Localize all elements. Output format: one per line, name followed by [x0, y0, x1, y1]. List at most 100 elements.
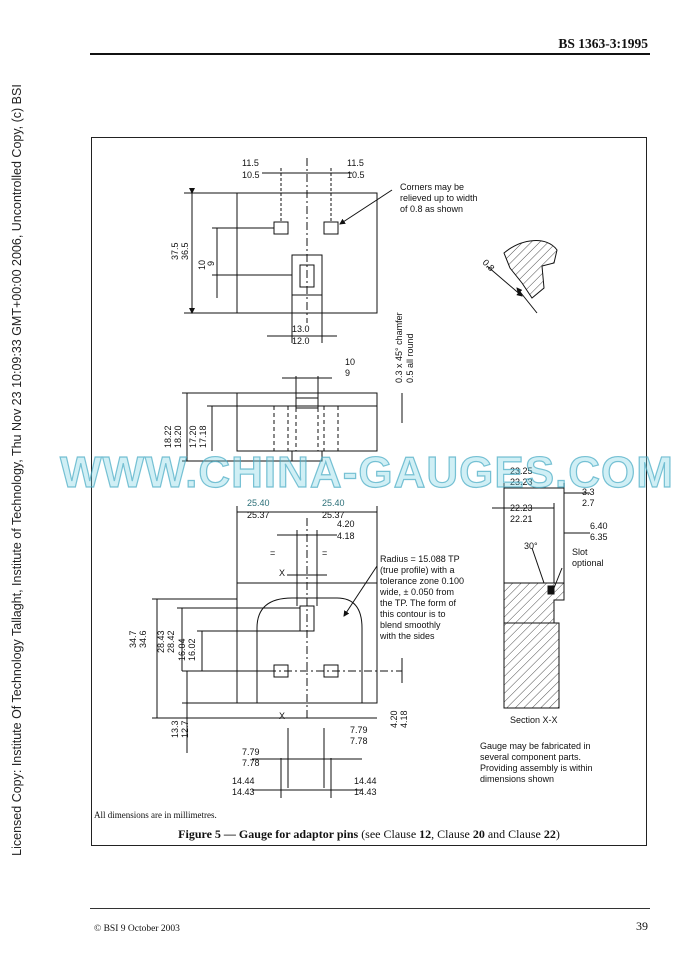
- svg-text:12.0: 12.0: [292, 336, 310, 346]
- svg-text:=: =: [270, 548, 275, 558]
- svg-text:9: 9: [206, 261, 216, 266]
- svg-text:16.04: 16.04: [177, 638, 187, 661]
- svg-text:X: X: [279, 568, 285, 578]
- svg-text:17.18: 17.18: [198, 425, 208, 448]
- svg-text:14.44: 14.44: [232, 776, 255, 786]
- caption-clauses: (see Clause 12, Clause 20 and Clause 22): [358, 827, 560, 841]
- svg-text:14.44: 14.44: [354, 776, 377, 786]
- chamfer-note-1: 0.3 x 45° chamfer: [394, 312, 404, 383]
- svg-text:18.22: 18.22: [163, 425, 173, 448]
- figure-caption: Figure 5 — Gauge for adaptor pins (see C…: [92, 827, 646, 842]
- svg-text:Slot: Slot: [572, 547, 588, 557]
- svg-text:4.18: 4.18: [399, 710, 409, 728]
- svg-text:10.5: 10.5: [347, 170, 365, 180]
- svg-text:(true profile) with a: (true profile) with a: [380, 565, 455, 575]
- svg-text:optional: optional: [572, 558, 604, 568]
- svg-text:10: 10: [197, 260, 207, 270]
- svg-text:28.43: 28.43: [156, 630, 166, 653]
- svg-text:dimensions shown: dimensions shown: [480, 774, 554, 784]
- svg-text:34.7: 34.7: [128, 630, 138, 648]
- svg-text:11.5: 11.5: [347, 158, 364, 168]
- caption-title: Figure 5 — Gauge for adaptor pins: [178, 827, 359, 841]
- watermark: WWW.CHINA-GAUGES.COM: [59, 447, 674, 497]
- svg-text:25.37: 25.37: [247, 510, 270, 520]
- svg-text:Gauge may be fabricated in: Gauge may be fabricated in: [480, 741, 591, 751]
- svg-text:tolerance zone 0.100: tolerance zone 0.100: [380, 576, 464, 586]
- caption-ref-5: 22: [543, 827, 556, 841]
- svg-text:4.20: 4.20: [389, 710, 399, 728]
- top-slot-right: [323, 221, 339, 235]
- svg-text:=: =: [322, 548, 327, 558]
- section-view: [492, 483, 590, 709]
- caption-ref-0: (see Clause: [358, 827, 420, 841]
- svg-text:wide, ± 0.050 from: wide, ± 0.050 from: [379, 587, 454, 597]
- svg-text:4.20: 4.20: [337, 519, 355, 529]
- svg-text:7.78: 7.78: [242, 758, 260, 768]
- chamfer-note-2: 0.5 all round: [405, 333, 415, 383]
- svg-text:34.6: 34.6: [138, 630, 148, 648]
- caption-ref-6: ): [555, 827, 560, 841]
- side-view: [182, 376, 403, 462]
- units-note: All dimensions are in millimetres.: [94, 810, 217, 820]
- svg-text:Corners may be: Corners may be: [400, 182, 464, 192]
- license-notice: Licensed Copy: Institute Of Technology T…: [10, 84, 24, 856]
- svg-text:13.0: 13.0: [292, 324, 310, 334]
- side-body: [236, 392, 378, 452]
- svg-text:Section X-X: Section X-X: [510, 715, 558, 725]
- svg-text:14.43: 14.43: [354, 787, 377, 797]
- caption-ref-4: and Clause: [484, 827, 544, 841]
- svg-text:25.37: 25.37: [322, 510, 345, 520]
- svg-text:13.3: 13.3: [170, 720, 180, 738]
- svg-text:7.79: 7.79: [350, 725, 368, 735]
- svg-text:several component parts.: several component parts.: [480, 752, 581, 762]
- svg-text:relieved up to width: relieved up to width: [400, 193, 478, 203]
- caption-ref-2: , Clause: [431, 827, 473, 841]
- svg-text:7.78: 7.78: [350, 736, 368, 746]
- svg-text:Radius = 15.088 TP: Radius = 15.088 TP: [380, 554, 460, 564]
- svg-text:2.7: 2.7: [582, 498, 595, 508]
- header-rule: [90, 53, 650, 55]
- svg-text:23.23: 23.23: [510, 477, 533, 487]
- figure-frame: [91, 137, 647, 846]
- svg-text:this contour is to: this contour is to: [380, 609, 446, 619]
- svg-text:6.35: 6.35: [590, 532, 608, 542]
- svg-text:36.5: 36.5: [180, 242, 190, 260]
- svg-text:6.40: 6.40: [590, 521, 608, 531]
- caption-ref-3: 20: [472, 827, 485, 841]
- license-sidebar: Licensed Copy: Institute Of Technology T…: [6, 30, 28, 910]
- footer-rule: [90, 908, 650, 909]
- svg-text:10: 10: [345, 357, 355, 367]
- top-view-labels: 11.5 10.5 11.5 10.5 Corners may be relie…: [170, 158, 478, 346]
- svg-text:37.5: 37.5: [170, 242, 180, 260]
- svg-text:25.40: 25.40: [322, 498, 345, 508]
- svg-text:the TP. The form of: the TP. The form of: [380, 598, 457, 608]
- corner-detail: [486, 240, 558, 314]
- svg-text:of 0.8 as shown: of 0.8 as shown: [400, 204, 463, 214]
- svg-text:17.20: 17.20: [188, 425, 198, 448]
- svg-text:Providing assembly is within: Providing assembly is within: [480, 763, 593, 773]
- svg-text:X: X: [279, 711, 285, 721]
- technical-drawing: 11.5 10.5 11.5 10.5 Corners may be relie…: [128, 158, 608, 798]
- svg-text:blend smoothly: blend smoothly: [380, 620, 441, 630]
- svg-text:with the sides: with the sides: [379, 631, 435, 641]
- plan-view-labels: 25.40 25.37 25.40 25.37 4.20 4.18 = = X …: [128, 498, 464, 797]
- svg-text:22.23: 22.23: [510, 503, 533, 513]
- caption-ref-1: 12: [419, 827, 432, 841]
- section-labels: 23.25 23.23 22.23 22.21 3.3 2.7 6.40 6.3…: [480, 466, 608, 784]
- svg-text:12.7: 12.7: [180, 720, 190, 738]
- svg-text:11.5: 11.5: [242, 158, 259, 168]
- svg-text:25.40: 25.40: [247, 498, 270, 508]
- svg-text:4.18: 4.18: [337, 531, 355, 541]
- svg-text:10.5: 10.5: [242, 170, 260, 180]
- svg-text:30°: 30°: [524, 541, 538, 551]
- svg-text:23.25: 23.25: [510, 466, 533, 476]
- page-number: 39: [636, 919, 648, 933]
- svg-text:7.79: 7.79: [242, 747, 260, 757]
- svg-text:16.02: 16.02: [187, 638, 197, 661]
- footer-copyright: © BSI 9 October 2003: [94, 924, 180, 934]
- svg-text:18.20: 18.20: [173, 425, 183, 448]
- side-view-labels: 10 9 18.22 18.20 17.20 17.18: [163, 357, 355, 448]
- svg-text:3.3: 3.3: [582, 487, 595, 497]
- svg-text:28.42: 28.42: [166, 630, 176, 653]
- plan-view: [152, 506, 403, 798]
